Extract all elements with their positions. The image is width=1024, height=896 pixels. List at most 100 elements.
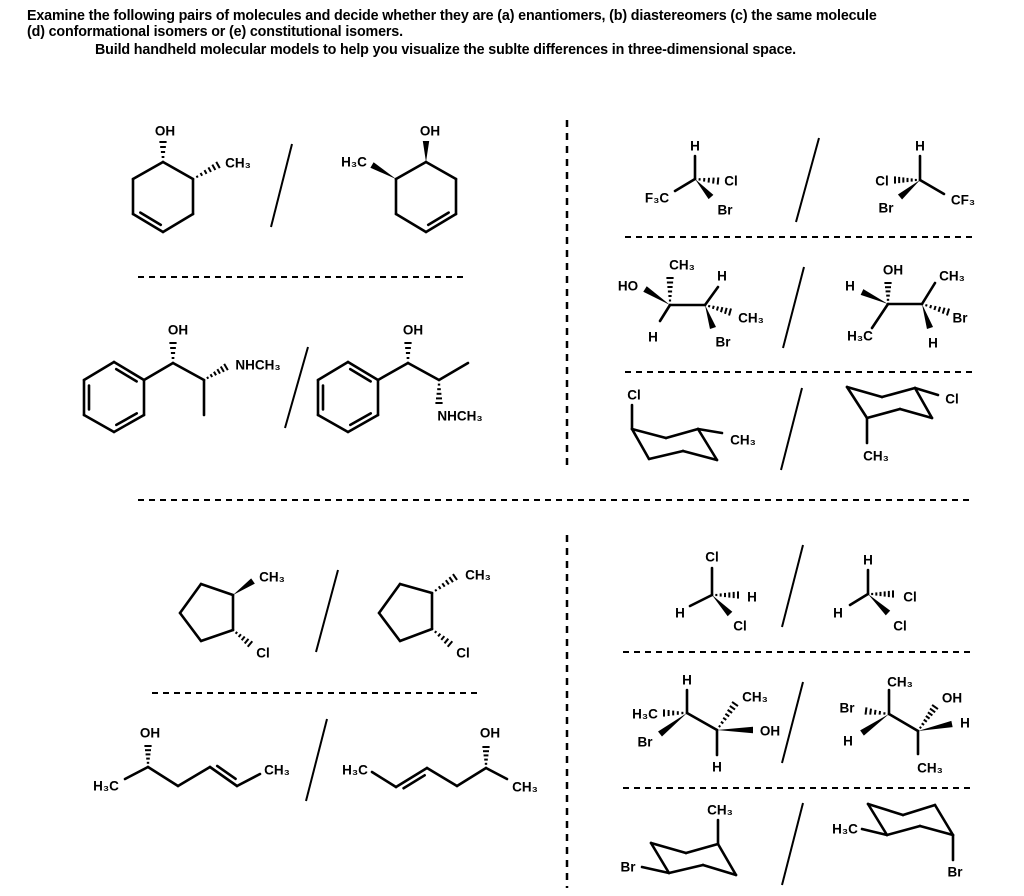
hash-bond-segment [445,579,450,586]
atom-label: OH [403,323,423,338]
hash-bond-segment [933,305,937,311]
atom-label: H [648,330,658,345]
hash-bond-segment [945,308,951,316]
bond [112,413,146,434]
double-bond-line [115,412,139,427]
wedge-bond [860,714,889,736]
atom-label: Cl [724,174,738,189]
atom-label: OH [883,263,903,278]
atom-label: H₃C [93,779,119,794]
bond [346,360,380,382]
bond [484,766,509,781]
atom-label: Cl [893,619,907,634]
pair-separator-slash [284,346,309,429]
atom-label: H [843,734,853,749]
bond [424,160,458,181]
bond [647,449,685,461]
bond [176,765,212,788]
atom-label: Cl [456,646,470,661]
atom-label: CH₃ [264,763,290,778]
bond [920,281,937,306]
bond [376,361,410,382]
hash-bond-segment [437,585,442,590]
hash-bond-segment [873,709,877,715]
bond [918,178,946,196]
hash-bond-segment [729,705,736,711]
bond [146,765,180,788]
bond [424,212,458,234]
hash-bond-segment [869,708,872,715]
atom-label: CH₃ [707,803,733,818]
hash-bond-segment [441,582,446,588]
bond [887,712,920,733]
atom-label: Br [952,311,968,326]
bond [913,386,940,397]
atom-label: Br [717,203,733,218]
bond [455,766,488,788]
hash-bond-segment [440,635,446,641]
bond [848,592,870,607]
bond [681,449,719,462]
bond [933,803,955,837]
bond [716,842,738,877]
bond [685,711,719,732]
hash-bond-segment [437,632,442,638]
hash-bond-segment [731,701,739,707]
atom-label: CH₃ [669,258,695,273]
atom-label: H [863,553,873,568]
bond [640,865,671,875]
bond [316,360,350,382]
instructions-line-3: Build handheld molecular models to help … [95,42,796,58]
atom-label: CH₃ [917,761,943,776]
bond [406,361,441,382]
double-bond-line [215,764,237,781]
atom-label: F₃C [645,191,669,206]
atom-label: CH₃ [742,690,768,705]
hash-bond-segment [724,307,728,315]
atom-label: H [675,606,685,621]
hash-bond-segment [203,169,208,175]
hash-bond-segment [211,164,217,171]
wedge-bond [868,594,891,616]
hash-bond-segment [216,368,221,375]
bond [658,303,672,323]
atom-label: CH₃ [465,568,491,583]
wedge-bond [918,720,953,731]
hash-bond-segment [864,707,868,715]
atom-label: OH [760,724,780,739]
atom-label: H [928,336,938,351]
bond [649,841,688,855]
atom-label: H [915,139,925,154]
atom-label: H [845,279,855,294]
hash-bond-segment [927,711,933,717]
atom-label: OH [942,691,962,706]
atom-label: H [712,760,722,775]
hash-bond-segment [219,365,225,373]
bond [901,803,937,817]
bond [870,302,890,330]
hash-bond-segment [941,307,946,314]
bond [398,582,434,595]
atom-label: CH₃ [512,780,538,795]
hash-bond-segment [237,633,242,638]
wedge-bond [712,595,733,617]
bond [370,770,398,789]
double-bond-line [348,367,372,383]
atom-label: H₃C [341,155,367,170]
atom-label: Cl [256,646,270,661]
hash-bond-segment [712,177,715,184]
hash-bond-segment [446,640,454,648]
hash-bond-segment [711,305,715,310]
bond [860,827,889,837]
bond [394,212,428,234]
hash-bond-segment [246,640,254,648]
bond [131,160,165,181]
bond [394,160,428,181]
atom-label: NHCH₃ [235,358,280,373]
